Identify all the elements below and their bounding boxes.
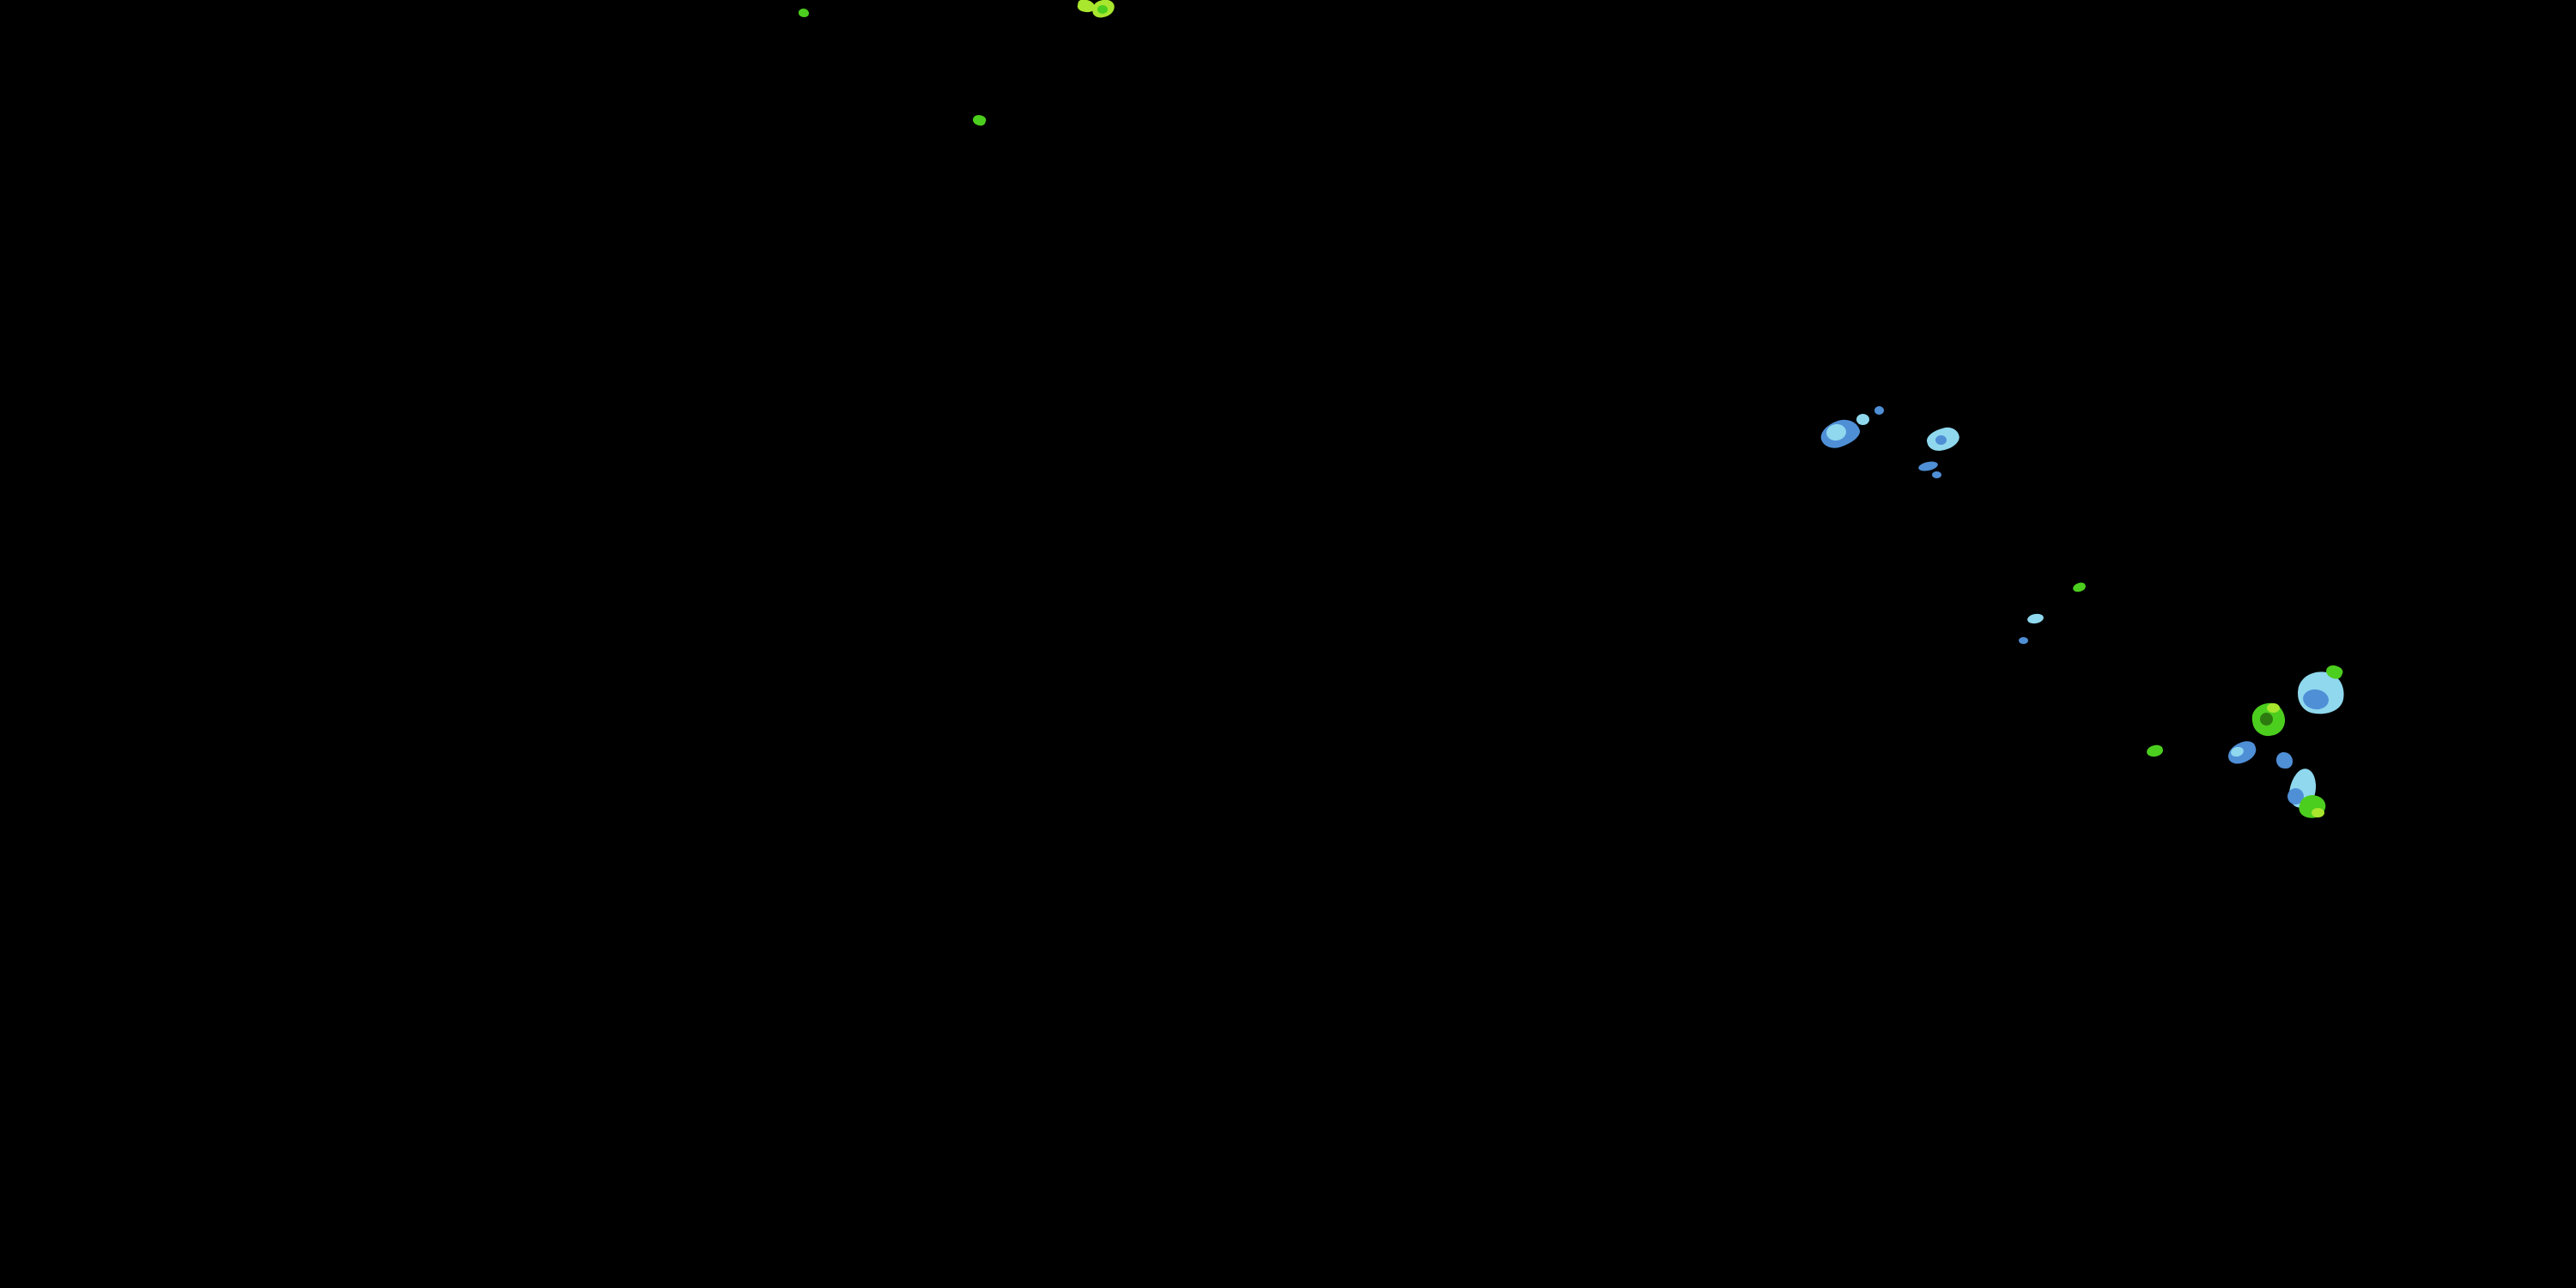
radar-echo [799,9,809,17]
radar-echo [2071,581,2087,593]
radar-echo [1932,471,1941,478]
radar-echo [2312,808,2324,817]
radar-echo [2026,612,2044,625]
radar-echo [1856,414,1869,425]
radar-echo [2276,752,2293,769]
radar-echo [1097,5,1108,14]
radar-echo [2267,703,2280,713]
radar-echo [971,112,987,128]
radar-echo [2260,713,2273,726]
radar-echo [1874,406,1884,415]
radar-echo [2287,788,2304,805]
radar-echo [2019,637,2028,644]
radar-echo [2146,744,2164,758]
radar-echo [1935,435,1947,445]
